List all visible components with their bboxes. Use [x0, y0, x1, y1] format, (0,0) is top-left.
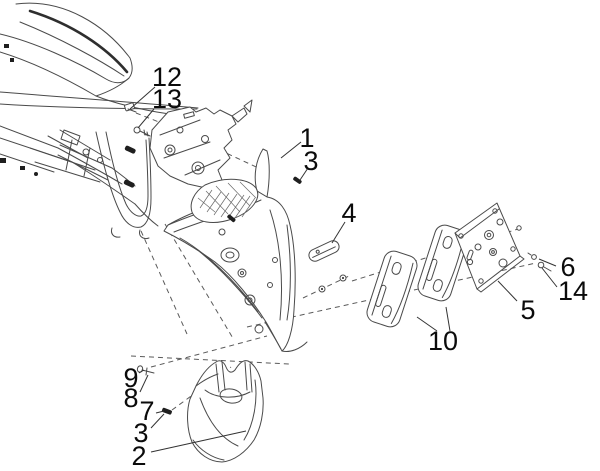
- clip-nut-part12: [124, 102, 137, 113]
- rubber-pad-left-part10: [366, 250, 418, 328]
- callout-5-leader: [497, 280, 518, 302]
- screw-part3-top: [293, 176, 302, 184]
- callout-7-label: 7: [139, 396, 154, 426]
- motorcycle-rear-body-line-art: [0, 2, 199, 239]
- reflector-part4: [308, 240, 340, 262]
- callout-3-top-leader: [299, 167, 309, 181]
- rubber-pad-right-part10: [417, 224, 469, 302]
- callout-3-top-label: 3: [303, 146, 318, 176]
- callout-2-label: 2: [131, 441, 146, 471]
- callout-7-leader: [155, 410, 165, 414]
- plate-holder-part5: [454, 202, 525, 293]
- callout-5-label: 5: [520, 295, 535, 325]
- callout-labels: 12 13 1 3 4 6 14 5 10 9 8 7 3 2: [123, 62, 588, 471]
- rear-fender-part1: [163, 148, 308, 352]
- fender-fixing-screws: [318, 274, 347, 293]
- callout-leaders: [129, 86, 558, 453]
- callout-8-label: 8: [123, 383, 138, 413]
- callout-3-bottom-leader: [150, 413, 165, 429]
- callout-14-label: 14: [558, 276, 588, 306]
- callout-10-leader-b: [445, 306, 451, 332]
- callout-13-label: 13: [152, 84, 182, 114]
- callout-4-leader: [331, 221, 346, 244]
- mudflap-part2: [187, 360, 264, 463]
- callout-13-leader: [137, 108, 155, 129]
- callout-9-label: 9: [123, 363, 138, 393]
- callout-12-label: 12: [152, 62, 182, 92]
- callout-14-leader: [541, 267, 558, 288]
- callout-8-leader: [139, 374, 149, 393]
- screw-part14: [537, 261, 552, 272]
- callout-10-label: 10: [428, 326, 458, 356]
- callout-4-label: 4: [341, 198, 356, 228]
- screw-part6: [527, 252, 537, 260]
- callout-3-bottom-label: 3: [133, 418, 148, 448]
- callout-9-leader: [138, 369, 145, 374]
- callout-2-leader: [150, 430, 247, 453]
- callout-12-leader: [129, 86, 156, 110]
- screw-part13: [133, 126, 151, 137]
- screw-washer-parts9-8: [136, 365, 155, 376]
- screw-part3-bottom: [161, 407, 172, 415]
- fender-grille-hatch: [197, 181, 257, 219]
- support-bracket: [149, 99, 253, 189]
- callout-6-label: 6: [560, 252, 575, 282]
- callout-1-label: 1: [299, 123, 314, 153]
- callout-1-leader: [280, 141, 302, 159]
- callout-6-leader: [538, 258, 557, 267]
- callout-10-leader-a: [416, 316, 438, 332]
- bracket-mount-screws: [123, 145, 136, 188]
